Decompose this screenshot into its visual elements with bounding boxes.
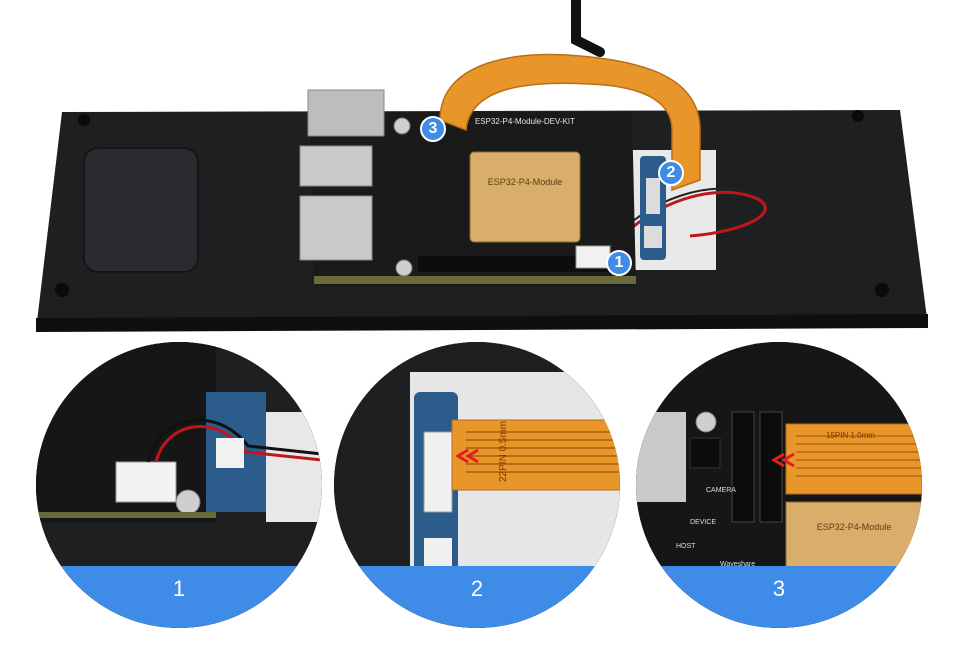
white-connector — [115, 461, 177, 503]
callout-badge-3: 3 — [420, 116, 446, 142]
fpc-ribbon — [451, 419, 620, 491]
hero-product-photo: ESP32-P4-Module ESP32-P4-Module-DEV-KIT … — [36, 0, 928, 332]
detail-circle-3: ESP32-P4-Module CAMERA DEVICE HOST 15PIN… — [636, 342, 922, 628]
power-cable — [571, 0, 605, 57]
insert-arrow-icon — [771, 452, 795, 468]
svg-text:ESP32-P4-Module: ESP32-P4-Module — [817, 522, 892, 532]
camera-connector — [731, 411, 755, 523]
svg-text:ESP32-P4-Module-DEV-KIT: ESP32-P4-Module-DEV-KIT — [475, 117, 575, 126]
detail-3-number: 3 — [772, 576, 786, 601]
gpio-header — [418, 256, 618, 272]
ethernet-port — [307, 89, 385, 137]
detail-2-band: 2 — [334, 566, 620, 628]
display-assembly-illustration: ESP32-P4-Module ESP32-P4-Module-DEV-KIT — [36, 0, 928, 332]
detail-2-number: 2 — [470, 576, 484, 601]
standoff — [55, 283, 69, 297]
speaker-connector — [575, 245, 611, 269]
standoff — [875, 283, 889, 297]
detail-1-number: 1 — [172, 576, 186, 601]
callout-badge-1: 1 — [606, 250, 632, 276]
detail-1-band: 1 — [36, 566, 322, 628]
svg-text:ESP32-P4-Module: ESP32-P4-Module — [488, 177, 563, 187]
svg-text:22PIN 0.5mm: 22PIN 0.5mm — [498, 421, 509, 482]
svg-text:CAMERA: CAMERA — [706, 487, 736, 494]
ethernet-port — [636, 412, 686, 502]
fpc-ribbon — [439, 53, 701, 192]
panel-raised-pad — [83, 147, 199, 273]
detail-circle-2: 22PIN 0.5mm 2 — [334, 342, 620, 628]
detail-3-band: 3 — [636, 566, 922, 628]
svg-text:DEVICE: DEVICE — [690, 519, 716, 526]
detail-circle-1: 1 — [36, 342, 322, 628]
usb-port-lower — [299, 195, 373, 261]
esp32-p4-module-shield — [469, 151, 581, 243]
svg-text:HOST: HOST — [676, 543, 696, 550]
svg-text:15PIN 1.0mm: 15PIN 1.0mm — [826, 431, 875, 440]
standoff — [78, 114, 90, 126]
standoff — [852, 110, 864, 122]
callout-badge-2: 2 — [658, 160, 684, 186]
insert-arrow-icon — [455, 448, 479, 464]
svg-text:Waveshare: Waveshare — [720, 561, 755, 568]
display-connector — [759, 411, 783, 523]
usb-port-upper — [299, 145, 373, 187]
